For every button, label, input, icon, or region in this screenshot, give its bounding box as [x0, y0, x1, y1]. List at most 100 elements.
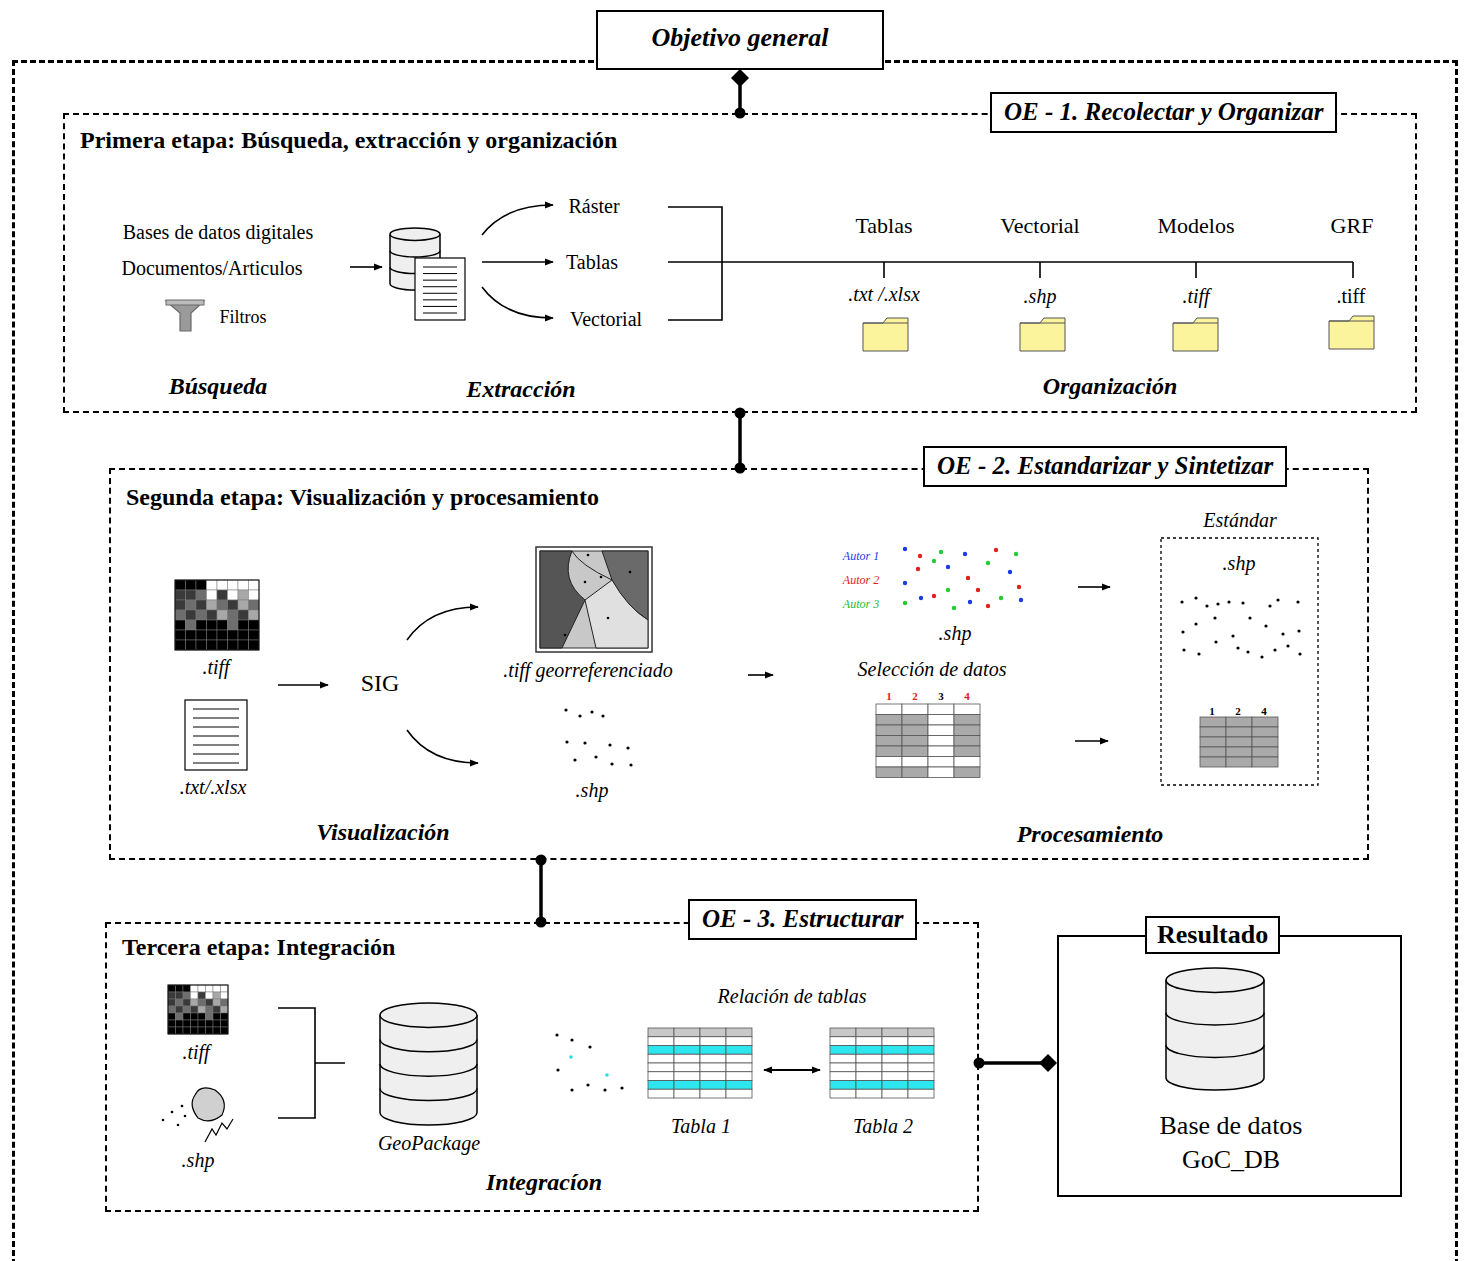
point-layer	[952, 606, 956, 610]
raster-icon	[217, 580, 228, 590]
raster-icon	[249, 600, 260, 610]
attribute-table	[876, 757, 902, 768]
raster-icon	[217, 600, 228, 610]
organization-bracket	[884, 262, 1353, 278]
related-tables	[674, 1028, 700, 1037]
merge-bracket	[278, 1008, 345, 1118]
raster-icon	[198, 985, 206, 992]
geopackage-icon	[380, 1015, 477, 1125]
stage-connector	[738, 413, 742, 468]
point-layer	[1216, 602, 1219, 605]
flow-arrows	[1078, 586, 1110, 588]
section-label: Integracíon	[486, 1169, 602, 1195]
raster-icon	[175, 580, 259, 650]
standard-frame	[1161, 538, 1318, 785]
related-tables	[856, 1028, 882, 1037]
related-tables	[856, 1089, 882, 1098]
related-tables	[700, 1046, 726, 1055]
related-tables	[555, 1028, 934, 1098]
item-label: Tabla 1	[671, 1115, 731, 1137]
point-layer	[1241, 601, 1244, 604]
related-tables	[882, 1046, 908, 1055]
flow-arrows	[1075, 740, 1108, 742]
raster-icon	[207, 590, 218, 600]
item-label: Tablas	[855, 214, 912, 238]
raster-icon	[168, 992, 176, 999]
related-tables	[882, 1028, 908, 1037]
raster-icon	[198, 1006, 206, 1013]
attribute-table	[876, 767, 902, 778]
attribute-table	[902, 757, 928, 768]
raster-icon	[175, 580, 186, 590]
document-icon	[193, 745, 239, 746]
attribute-table	[954, 757, 980, 768]
section-label: Organización	[1043, 373, 1178, 399]
stage-connector	[539, 860, 543, 922]
organization-bracket	[668, 207, 722, 320]
attribute-table	[1252, 757, 1278, 767]
raster-icon	[198, 1027, 206, 1034]
raster-icon	[207, 610, 218, 620]
attribute-table	[928, 725, 954, 736]
flow-arrows	[748, 674, 773, 676]
point-layer	[1194, 622, 1197, 625]
database-icon	[423, 280, 457, 281]
related-tables	[830, 1054, 856, 1063]
raster-icon	[183, 1020, 191, 1027]
attribute-table	[876, 715, 902, 726]
related-tables	[830, 1037, 856, 1046]
item-label: .tiff	[1336, 285, 1365, 307]
raster-icon	[196, 640, 207, 650]
folder-icon	[1329, 316, 1374, 349]
document-icon	[193, 727, 239, 728]
attribute-table	[1200, 717, 1226, 727]
stage-heading: Primera etapa: Búsqueda, extracción y or…	[80, 127, 617, 155]
item-label: .txt /.xlsx	[848, 283, 920, 305]
attribute-table	[928, 704, 954, 715]
raster-icon	[196, 590, 207, 600]
attribute-table	[928, 757, 954, 768]
point-layer	[916, 567, 920, 571]
point-layer	[903, 601, 907, 605]
section-label: Visualización	[316, 819, 449, 845]
raster-icon	[206, 1006, 214, 1013]
database-icon	[423, 273, 457, 274]
point-layer	[946, 565, 950, 569]
related-tables	[882, 1063, 908, 1072]
raster-icon	[186, 580, 197, 590]
point-layer	[1008, 570, 1012, 574]
point-layer	[583, 741, 586, 744]
raster-icon	[249, 590, 260, 600]
related-tables	[700, 1028, 726, 1037]
attribute-table	[928, 736, 954, 747]
attribute-table	[1200, 727, 1226, 737]
attribute-table	[876, 725, 902, 736]
attribute-table	[902, 715, 928, 726]
raster-icon	[221, 999, 229, 1006]
related-tables	[830, 1063, 856, 1072]
folder-icon	[1329, 321, 1374, 322]
raster-icon	[191, 1006, 199, 1013]
raster-icon	[207, 600, 218, 610]
column-number: Autor 2	[843, 574, 879, 587]
geopackage-icon	[380, 1003, 477, 1125]
raster-icon	[217, 640, 228, 650]
objective-tag: OE - 3. Estructurar	[688, 899, 917, 940]
stage-heading: Tercera etapa: Integración	[122, 934, 395, 962]
related-tables	[830, 1072, 856, 1081]
raster-icon	[207, 580, 218, 590]
point-layer	[1286, 644, 1289, 647]
attribute-table	[954, 746, 980, 757]
related-tables	[726, 1081, 752, 1090]
item-label: SIG	[361, 670, 400, 696]
folder-icon	[863, 323, 908, 324]
folder-icon	[1173, 318, 1218, 351]
column-number: 2	[912, 690, 918, 702]
item-label: Filtros	[219, 308, 266, 328]
point-layer	[903, 581, 907, 585]
point-layer	[608, 743, 611, 746]
raster-icon	[238, 640, 249, 650]
point-layer	[918, 554, 922, 558]
point-layer	[590, 710, 593, 713]
